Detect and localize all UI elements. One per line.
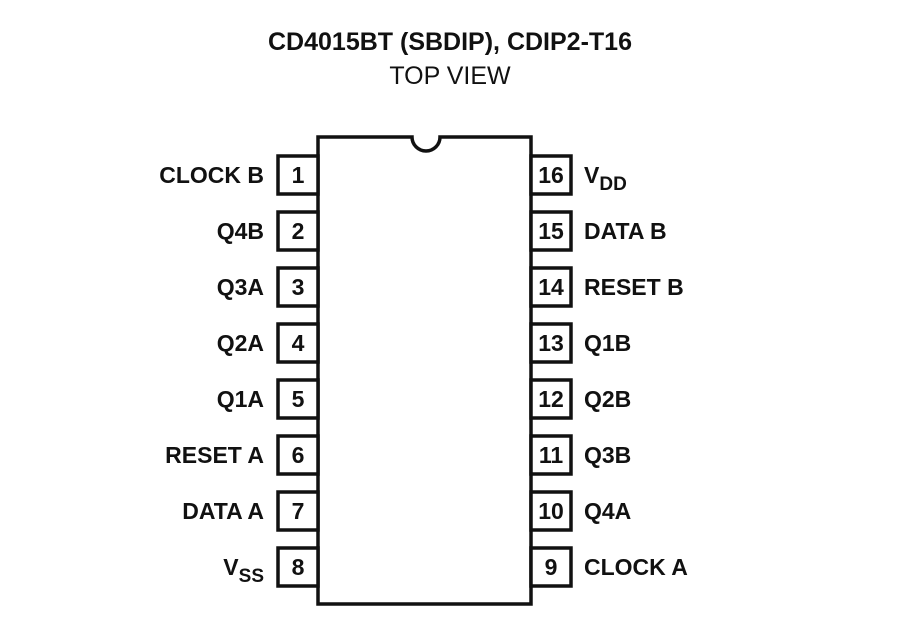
pin-box (276, 378, 320, 420)
pin-name: V (584, 162, 600, 188)
pin-name-subscript: DD (599, 174, 626, 195)
pin-number: 14 (538, 274, 564, 300)
pin-name: Q2A (217, 330, 264, 356)
pin-16: 16 VDD (529, 154, 627, 196)
pin-name: DATA B (584, 218, 667, 244)
pin-number: 6 (292, 442, 305, 468)
pin-13: 13 Q1B (529, 322, 631, 364)
pin-label: Q2B (584, 386, 631, 412)
pin-3: 3 Q3A (217, 266, 320, 308)
pin-box (529, 210, 573, 252)
pin-number: 10 (538, 498, 564, 524)
pin-2: 2 Q4B (217, 210, 320, 252)
pin-name: Q3A (217, 274, 264, 300)
pin-name: RESET B (584, 274, 684, 300)
pin-name: CLOCK B (159, 162, 264, 188)
pin-box (529, 378, 573, 420)
pin-number: 5 (292, 386, 305, 412)
pin-label: RESET B (584, 274, 684, 300)
pin-box (276, 322, 320, 364)
pin-number: 7 (292, 498, 305, 524)
pin-label: Q3A (217, 274, 264, 300)
pin-label: CLOCK A (584, 554, 688, 580)
pin-box (276, 210, 320, 252)
pin-name: V (223, 554, 239, 580)
pin-5: 5 Q1A (217, 378, 320, 420)
view-label: TOP VIEW (389, 62, 511, 90)
pin-label: Q4B (217, 218, 264, 244)
pin-name: Q2B (584, 386, 631, 412)
pin-label: DATA A (182, 498, 264, 524)
pin-8: 8 VSS (223, 546, 320, 588)
pin-number: 1 (292, 162, 305, 188)
pin-number: 11 (539, 442, 564, 468)
pin-4: 4 Q2A (217, 322, 320, 364)
pin-number: 4 (292, 330, 305, 356)
pin-number: 15 (538, 218, 564, 244)
pin-box (529, 322, 573, 364)
pin-name: Q4B (217, 218, 264, 244)
pin-label: CLOCK B (159, 162, 264, 188)
pin-number: 16 (538, 162, 564, 188)
pin-label: Q1A (217, 386, 264, 412)
pin-11: 11 Q3B (529, 434, 631, 476)
pin-number: 3 (292, 274, 305, 300)
pin-box (276, 434, 320, 476)
pin-box (276, 266, 320, 308)
pin-name: Q1B (584, 330, 631, 356)
pin-12: 12 Q2B (529, 378, 631, 420)
pin-label: VDD (584, 162, 627, 195)
pin-box (276, 154, 320, 196)
package-title: CD4015BT (SBDIP), CDIP2-T16 (268, 28, 632, 56)
pin-name-subscript: SS (239, 566, 264, 587)
pin-number: 13 (538, 330, 564, 356)
pin-1: 1 CLOCK B (159, 154, 320, 196)
pin-label: Q2A (217, 330, 264, 356)
pin-box (276, 490, 320, 532)
pin-name: CLOCK A (584, 554, 688, 580)
pin-name: Q1A (217, 386, 264, 412)
pin-name: RESET A (165, 442, 264, 468)
pin-number: 8 (292, 554, 305, 580)
ic-body (316, 135, 533, 606)
pin-box (529, 266, 573, 308)
pin-box (529, 546, 573, 588)
pin-15: 15 DATA B (529, 210, 667, 252)
pin-name: Q4A (584, 498, 631, 524)
pin-box (529, 434, 573, 476)
pin-7: 7 DATA A (182, 490, 320, 532)
pin-label: Q3B (584, 442, 631, 468)
pin-label: DATA B (584, 218, 667, 244)
pin-number: 2 (292, 218, 305, 244)
pin-14: 14 RESET B (529, 266, 684, 308)
pin-label: Q4A (584, 498, 631, 524)
pin-number: 9 (545, 554, 558, 580)
pin-label: Q1B (584, 330, 631, 356)
pin-name: DATA A (182, 498, 264, 524)
pin-10: 10 Q4A (529, 490, 631, 532)
pin-6: 6 RESET A (165, 434, 320, 476)
pin-name: Q3B (584, 442, 631, 468)
pin-label: VSS (223, 554, 264, 587)
pin-number: 12 (538, 386, 564, 412)
pin-box (276, 546, 320, 588)
pin-box (529, 154, 573, 196)
pin-box (529, 490, 573, 532)
pin-label: RESET A (165, 442, 264, 468)
pin-9: 9 CLOCK A (529, 546, 688, 588)
